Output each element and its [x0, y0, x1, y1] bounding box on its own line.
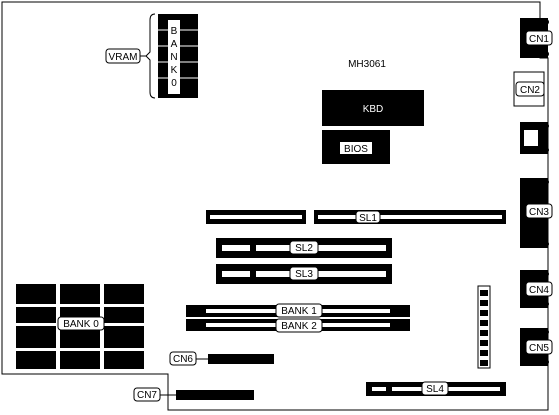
cn5-label: CN5	[529, 343, 549, 354]
bank-2-label: BANK 2	[281, 321, 317, 332]
slot-sl1: SL1	[206, 210, 506, 224]
cn7-header: CN7	[133, 387, 254, 402]
memory-bank-0-chips: BANK 0	[16, 284, 144, 369]
board-title: MH3061	[348, 59, 386, 70]
cn1-connector: CN1	[520, 18, 553, 58]
bios-label: BIOS	[344, 144, 368, 155]
simm-bank-2: BANK 2	[186, 318, 410, 333]
cn4-connector: CN4	[520, 270, 553, 308]
vram-bank-letter-0: 0	[171, 78, 177, 89]
cn3-connector: CN3	[520, 178, 553, 248]
cn6-label: CN6	[173, 354, 193, 365]
simm-bank-1: BANK 1	[186, 303, 410, 318]
vram-bracket	[145, 13, 156, 99]
vram-bank-letter-k: K	[171, 65, 178, 76]
cn4-label: CN4	[529, 285, 549, 296]
sl2-label: SL2	[295, 243, 313, 254]
sl4-label: SL4	[426, 384, 444, 395]
vram-bank-letter-n: N	[170, 52, 177, 63]
vram-label: VRAM	[109, 52, 138, 63]
vram-bank-letter-a: A	[171, 39, 178, 50]
sl1-label: SL1	[359, 213, 377, 224]
cn2-label: CN2	[520, 85, 540, 96]
serial-port	[520, 122, 549, 154]
bank-1-label: BANK 1	[281, 306, 317, 317]
sl3-label: SL3	[295, 269, 313, 280]
slot-sl3: SL3	[216, 264, 392, 284]
jumper-block	[477, 285, 491, 369]
kbd-chip	[322, 90, 424, 126]
cn1-label: CN1	[529, 34, 549, 45]
cn3-label: CN3	[529, 207, 549, 218]
cn6-header: CN6	[169, 351, 274, 366]
kbd-label: KBD	[363, 104, 384, 115]
cn5-connector: CN5	[520, 328, 553, 366]
cn7-label: CN7	[137, 390, 157, 401]
vram-chip-array: B A N K 0	[158, 14, 198, 98]
cn2-connector: CN2	[513, 71, 545, 107]
slot-sl4: SL4	[366, 381, 506, 396]
board-outline	[1, 1, 549, 411]
vram-bank-letter-b: B	[171, 26, 178, 37]
bank-0-label: BANK 0	[63, 319, 99, 330]
slot-sl2: SL2	[216, 238, 392, 258]
